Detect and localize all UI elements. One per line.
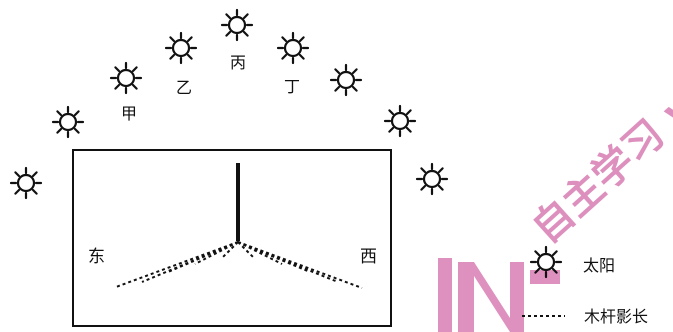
- label-yi: 乙: [176, 78, 192, 97]
- sun-icon-ding: [276, 31, 310, 65]
- shadow-line: [167, 241, 239, 273]
- shadow-line: [221, 241, 239, 259]
- direction-west: 西: [360, 247, 377, 267]
- shadow-line: [115, 241, 239, 288]
- label-jia: 甲: [121, 104, 137, 123]
- legend-shadow-label: 木杆影长: [584, 307, 648, 326]
- sun-icon-1: [9, 166, 43, 200]
- label-ding: 丁: [284, 77, 300, 96]
- ground-box: [72, 149, 392, 327]
- shadow-line: [237, 241, 255, 259]
- sun-icon-2: [51, 105, 85, 139]
- shadow-line: [237, 241, 339, 283]
- shadow-line: [194, 241, 239, 265]
- watermark-text: 自主学习 www: [524, 28, 673, 253]
- watermark: 自主学习 www: [438, 28, 673, 332]
- label-bing: 丙: [230, 53, 246, 72]
- shadow-line: [237, 241, 363, 289]
- sun-icon-jia: [109, 61, 143, 95]
- legend-sun-icon: [529, 245, 563, 279]
- sun-icon-9: [415, 162, 449, 196]
- sun-icon-yi: [164, 31, 198, 65]
- watermark-logo: [438, 258, 560, 332]
- legend-sun-label: 太阳: [583, 256, 615, 275]
- direction-east: 东: [88, 247, 105, 267]
- shadow-lines: [115, 241, 363, 289]
- sun-icon-8: [383, 104, 417, 138]
- sun-icon-bing: [220, 8, 254, 42]
- sun-icon-7: [329, 63, 363, 97]
- shadow-line: [141, 241, 239, 283]
